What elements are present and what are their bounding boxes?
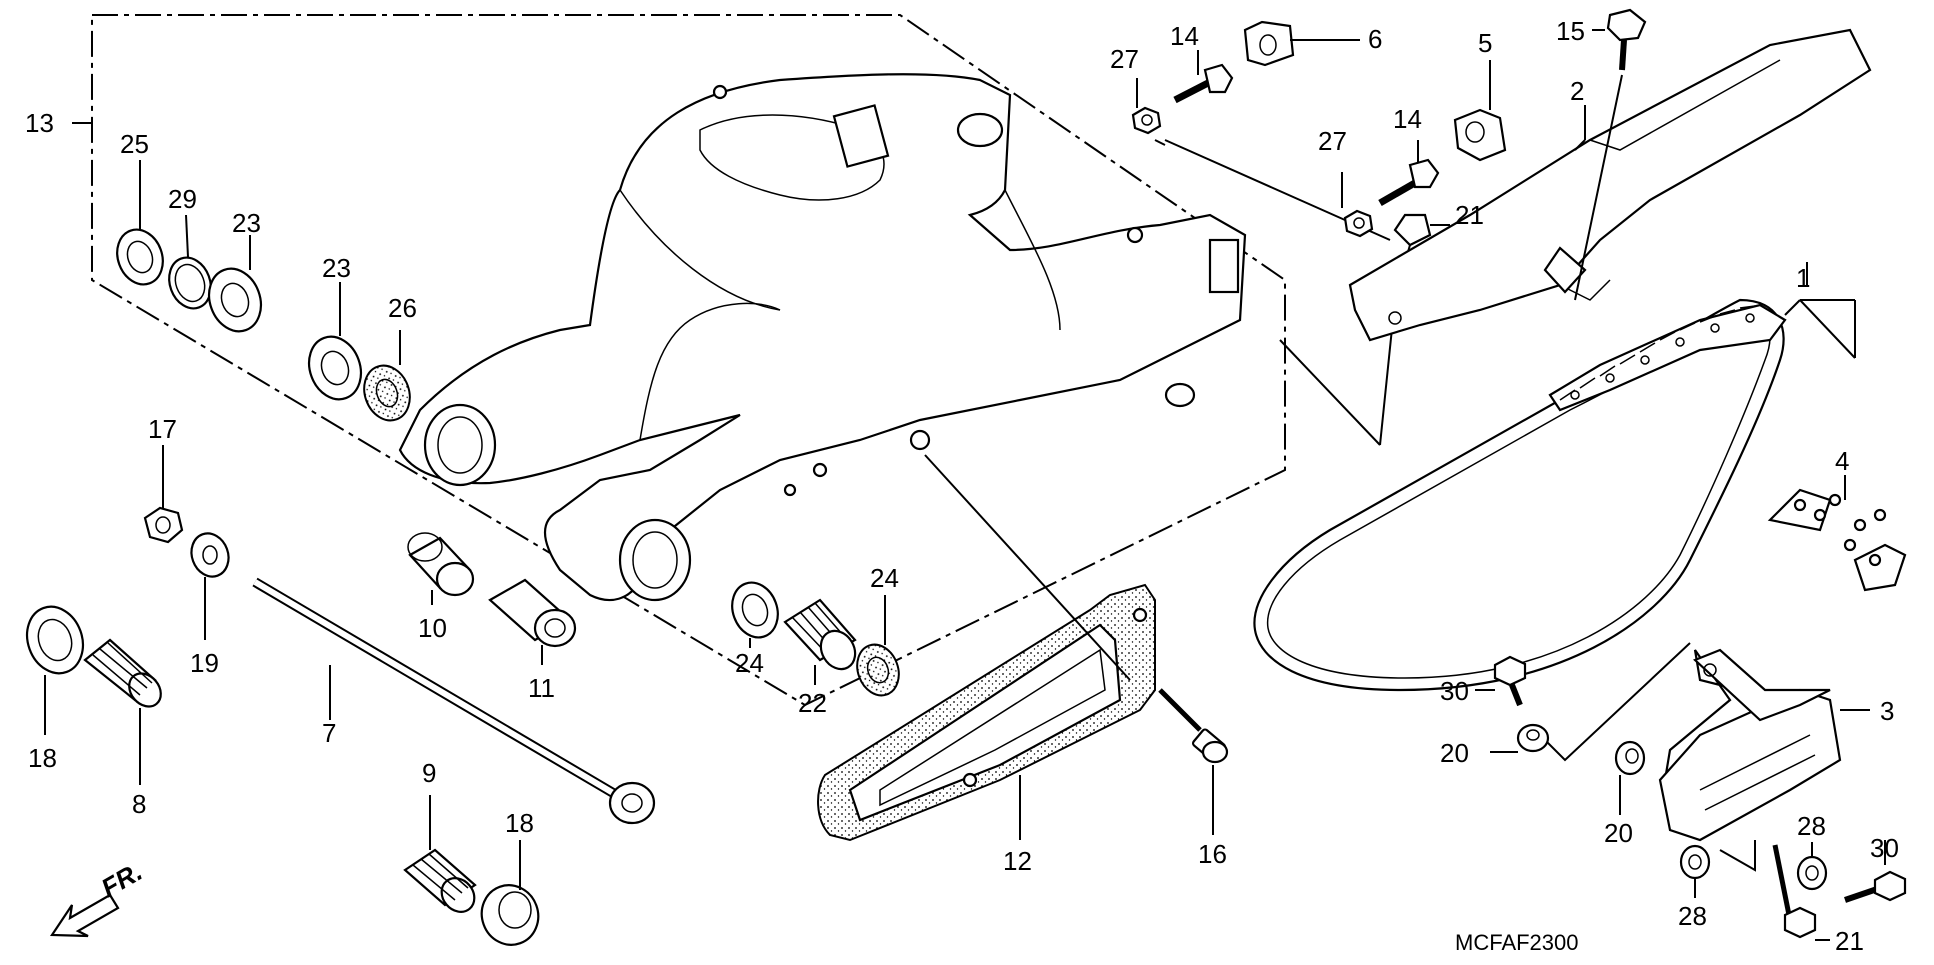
chain-slider-12 [817, 454, 1156, 842]
callout-10: 10 [418, 613, 447, 643]
pivot-hardware [25, 445, 656, 946]
figure-code: MCFAF2300 [1455, 930, 1579, 955]
callout-30-a: 30 [1440, 676, 1469, 706]
callout-27-a: 27 [1110, 44, 1139, 74]
callout-23-a: 23 [232, 208, 261, 238]
pivot-bolt-7 [252, 577, 656, 825]
callout-26: 26 [388, 293, 417, 323]
adjusting-bolt-8 [83, 638, 162, 785]
bolt-30-a [1475, 655, 1527, 707]
callout-14-a: 14 [1170, 21, 1199, 51]
bearing-23-b [307, 282, 363, 401]
callout-12: 12 [1003, 846, 1032, 876]
bolt-16 [1158, 688, 1229, 835]
callout-11: 11 [528, 673, 555, 703]
callout-28-b: 28 [1797, 811, 1826, 841]
needle-bearing-22 [783, 598, 857, 685]
oil-seal-25 [116, 160, 164, 286]
callout-28-a: 28 [1678, 901, 1707, 931]
bolt-15 [1574, 8, 1647, 301]
oil-seal-24-b [856, 595, 900, 697]
callout-21-a: 21 [1455, 200, 1484, 230]
callout-22: 22 [798, 688, 827, 718]
lock-nut-18-b [480, 840, 540, 946]
callout-18-b: 18 [505, 808, 534, 838]
callout-20-b: 20 [1604, 818, 1633, 848]
callout-4: 4 [1835, 446, 1849, 476]
middle-hardware [1279, 60, 1507, 446]
callout-30-b: 30 [1870, 833, 1899, 863]
washer-28-a [1679, 844, 1711, 898]
chain-joint-4 [1767, 475, 1907, 592]
front-direction-indicator: FR. [49, 856, 147, 938]
callout-7: 7 [322, 718, 336, 748]
cover-hardware [1475, 655, 1907, 941]
assembly-boundary-13 [72, 14, 1286, 707]
nut-17 [143, 445, 184, 544]
bolt-14-a [1173, 50, 1234, 104]
collar-11 [488, 578, 577, 665]
callout-15: 15 [1556, 16, 1585, 46]
bolt-30-b [1844, 840, 1907, 903]
callout-19: 19 [190, 648, 219, 678]
chain-links [1548, 303, 1787, 412]
chain-guard-2 [1348, 28, 1872, 342]
clip-21-b [1772, 844, 1830, 941]
top-hardware [1131, 20, 1391, 241]
front-label: FR. [96, 856, 147, 903]
callout-24-b: 24 [870, 563, 899, 593]
callout-25: 25 [120, 129, 149, 159]
callout-29: 29 [168, 184, 197, 214]
collar-20-b [1614, 740, 1646, 815]
clip-6 [1243, 20, 1360, 67]
callout-16: 16 [1198, 839, 1227, 869]
callout-23-b: 23 [322, 253, 351, 283]
callout-27-b: 27 [1318, 126, 1347, 156]
callout-labels: 13 25 29 23 23 26 17 19 18 8 10 11 7 9 1… [25, 16, 1899, 956]
adjusting-bolt-9 [403, 795, 477, 913]
collar-10 [407, 532, 475, 605]
nut-27-a [1131, 78, 1162, 135]
callout-14-b: 14 [1393, 104, 1422, 134]
snap-ring-29 [168, 214, 212, 310]
callout-21-b: 21 [1835, 926, 1864, 956]
adjusting-nut-18-a [25, 605, 85, 735]
callout-1: 1 [1796, 263, 1810, 293]
callout-3: 3 [1880, 696, 1894, 726]
callout-8: 8 [132, 789, 146, 819]
bearing-group-left [116, 160, 411, 422]
callout-13: 13 [25, 108, 54, 138]
bearing-23-a [207, 235, 263, 333]
front-arrow-icon [49, 893, 120, 938]
drive-chain-1 [1253, 262, 1856, 692]
washer-19 [190, 532, 230, 640]
callout-2: 2 [1570, 76, 1584, 106]
callout-20-a: 20 [1440, 738, 1469, 768]
washer-28-b [1796, 842, 1828, 891]
callout-5: 5 [1478, 28, 1492, 58]
callout-6: 6 [1368, 24, 1382, 54]
callout-24-a: 24 [735, 648, 764, 678]
bolt-14-b [1378, 140, 1440, 207]
bearing-26 [363, 330, 411, 422]
bearing-group-right [731, 581, 900, 697]
nut-27-b [1341, 172, 1374, 238]
oil-seal-24-a [731, 581, 779, 648]
sprocket-cover-3 [1544, 642, 1870, 842]
callout-9: 9 [422, 758, 436, 788]
collar-20-a [1490, 723, 1550, 753]
clip-5 [1453, 60, 1507, 162]
swingarm [398, 73, 1247, 602]
callout-18-a: 18 [28, 743, 57, 773]
callout-17: 17 [148, 414, 177, 444]
